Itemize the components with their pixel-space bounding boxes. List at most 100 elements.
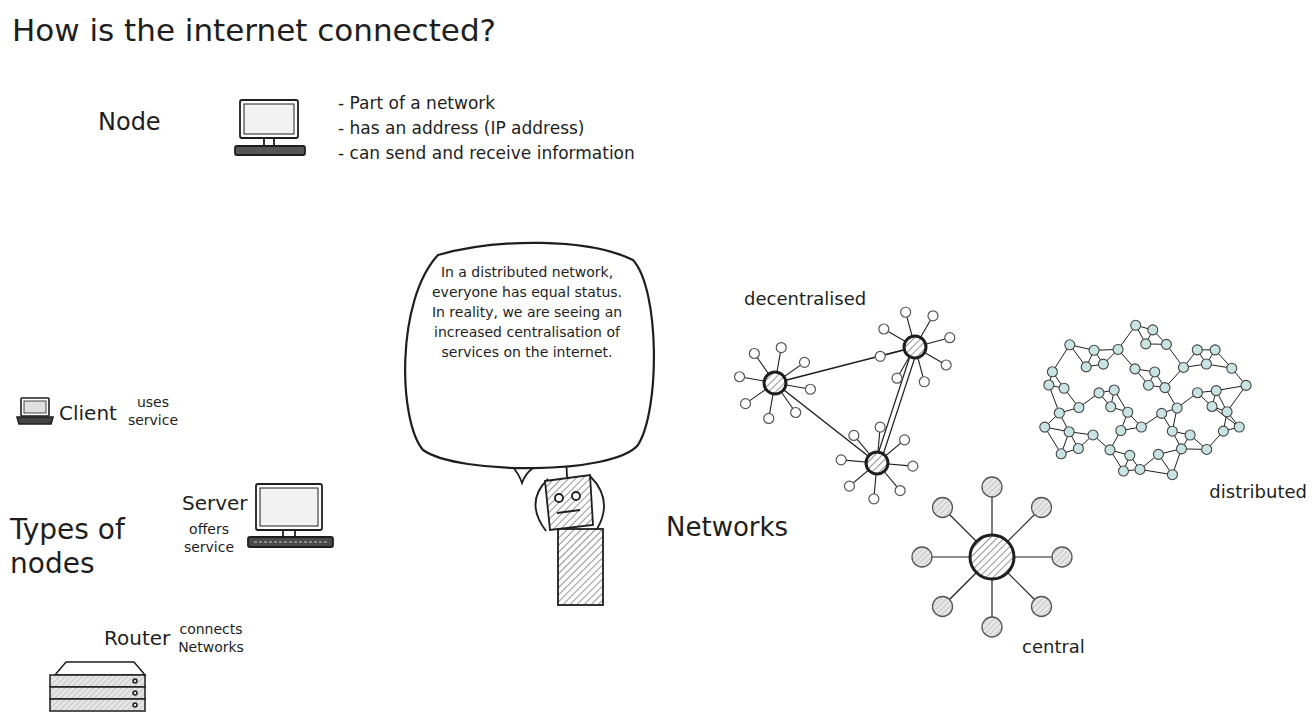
speech-bubble: In a distributed network, everyone has e… [398, 240, 656, 475]
mesh-node [1105, 445, 1115, 455]
leaf-node [982, 617, 1002, 637]
label: Node [98, 108, 161, 137]
leaf-node [933, 596, 953, 616]
mesh-node [1143, 380, 1153, 390]
distributed-network [1040, 320, 1251, 479]
mesh-node [1065, 340, 1075, 350]
laptop-icon [17, 398, 53, 424]
label: Server [182, 491, 248, 515]
server-icon-part [260, 488, 318, 526]
mesh-node [1141, 339, 1151, 349]
label: offers service [179, 520, 239, 556]
label: Networks [666, 512, 788, 543]
hub-node [866, 452, 888, 474]
leaf-node [1031, 498, 1051, 518]
mesh-node [1160, 383, 1170, 393]
label: connects Networks [174, 620, 248, 656]
mesh-node [1094, 388, 1104, 398]
mesh-node [1106, 402, 1116, 412]
robot-figure-part [555, 494, 563, 502]
mesh-node [1047, 367, 1057, 377]
computer-icon-part [240, 100, 298, 138]
leaf-node [928, 311, 938, 321]
router-icon-part [133, 691, 137, 695]
label: distributed [1209, 481, 1307, 503]
leaf-node [735, 372, 745, 382]
mesh-node [1234, 422, 1244, 432]
robot-figure-part [572, 492, 580, 500]
mesh-node [1064, 427, 1074, 437]
mesh-node [1167, 470, 1177, 480]
leaf-node [901, 307, 911, 317]
computer-icon-part [244, 104, 294, 134]
leaf-node [982, 477, 1002, 497]
mesh-node [1178, 362, 1188, 372]
router-icon-part [50, 699, 145, 711]
leaf-node [1052, 547, 1072, 567]
leaf-node [941, 360, 951, 370]
leaf-node [836, 455, 846, 465]
leaf-node [791, 407, 801, 417]
label: uses service [125, 393, 181, 429]
leaf-node [908, 461, 918, 471]
mesh-node [1201, 359, 1211, 369]
mesh-node [1241, 380, 1251, 390]
mesh-node [1136, 422, 1146, 432]
label: - Part of a network [338, 93, 495, 113]
server-icon-part [248, 537, 333, 547]
mesh-node [1210, 345, 1220, 355]
mesh-node [1218, 426, 1228, 436]
label: central [1022, 636, 1085, 658]
leaf-node [875, 351, 885, 361]
router-icon [50, 662, 145, 711]
central-network [912, 477, 1072, 637]
laptop-icon-part [24, 401, 46, 413]
leaf-node [933, 498, 953, 518]
robot-figure [512, 446, 604, 605]
mesh-node [1089, 345, 1099, 355]
leaf-node [844, 481, 854, 491]
mesh-node [1176, 444, 1186, 454]
mesh-node [1056, 449, 1066, 459]
leaf-node [799, 357, 809, 367]
server-icon-part [294, 530, 296, 537]
mesh-node [1088, 430, 1098, 440]
hub-link [880, 348, 918, 464]
mesh-node [1130, 364, 1140, 374]
router-icon-part [133, 703, 137, 707]
router-icon-part [55, 662, 145, 675]
leaf-node [741, 399, 751, 409]
mesh-node [1059, 383, 1069, 393]
computer-icon-part [263, 138, 265, 146]
mesh-node [1073, 444, 1083, 454]
mesh-node [1074, 403, 1084, 413]
mesh-node [1148, 325, 1158, 335]
label: Router [104, 626, 170, 650]
robot-figure-part [558, 529, 603, 605]
mesh-node [1222, 407, 1232, 417]
leaf-node [875, 422, 885, 432]
leaf-node [1031, 596, 1051, 616]
router-icon-part [133, 679, 137, 683]
server-icon-part [282, 530, 284, 537]
label: Client [59, 401, 117, 425]
computer-icon-part [273, 138, 275, 146]
mesh-node [1150, 367, 1160, 377]
mesh-node [1044, 380, 1054, 390]
laptop-icon-part [17, 417, 53, 424]
mesh-node [1113, 344, 1123, 354]
mesh-node [1054, 408, 1064, 418]
mesh-node [1125, 450, 1135, 460]
bubble-path [405, 243, 654, 468]
leaf-node [869, 494, 879, 504]
mesh-node [1167, 426, 1177, 436]
leaf-node [945, 333, 955, 343]
leaf-node [919, 377, 929, 387]
computer-icon-part [235, 146, 305, 155]
server-icon [248, 484, 333, 547]
mesh-node [1116, 426, 1126, 436]
bubble-text: In a distributed network, everyone has e… [429, 262, 625, 362]
mesh-node [1207, 401, 1217, 411]
leaf-node [849, 430, 859, 440]
